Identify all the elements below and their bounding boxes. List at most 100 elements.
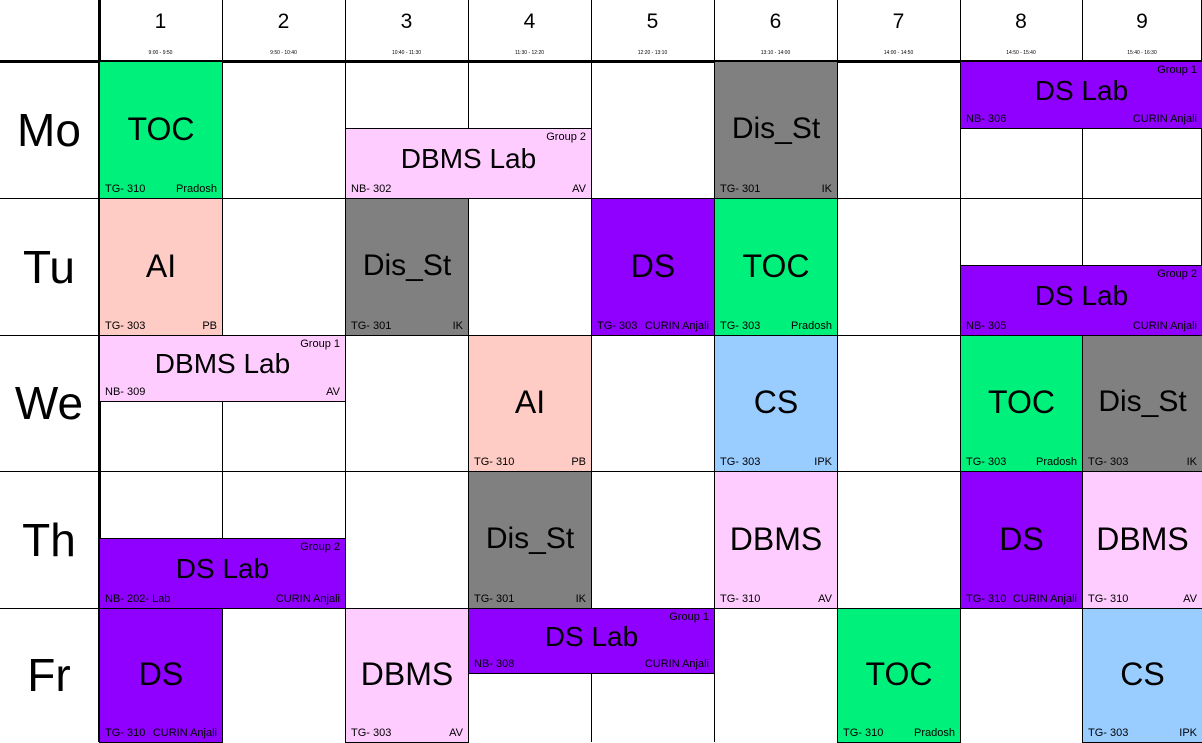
period-time: 10:40 - 11:30 xyxy=(391,50,422,56)
lesson-cell[interactable]: AI TG- 310 PB xyxy=(468,335,592,472)
lesson-room: TG- 303 xyxy=(720,456,761,468)
lesson-room: NB- 306 xyxy=(966,113,1007,125)
lesson-cell[interactable]: DS TG- 310 CURIN Anjali xyxy=(99,608,223,743)
period-time: 9:00 - 9:50 xyxy=(148,50,173,56)
lesson-subject: TOC xyxy=(742,247,810,284)
lesson-cell[interactable]: DS TG- 303 CURIN Anjali xyxy=(591,198,715,336)
lesson-room: TG- 303 xyxy=(1088,456,1129,468)
lesson-room: TG- 310 xyxy=(105,727,146,739)
lesson-teacher: Pradosh xyxy=(914,727,955,739)
lesson-subject: TOC xyxy=(988,384,1055,420)
lesson-group: Group 2 xyxy=(300,541,340,553)
lesson-room: NB- 305 xyxy=(966,320,1007,332)
lesson-room: TG- 310 xyxy=(105,183,146,195)
period-number: 5 xyxy=(646,10,659,33)
period-number: 3 xyxy=(400,10,413,33)
lesson-teacher: Pradosh xyxy=(176,183,217,195)
lesson-cell[interactable]: AI TG- 303 PB xyxy=(99,198,223,336)
lesson-teacher: CURIN Anjali xyxy=(1012,593,1077,605)
lesson-room: TG- 310 xyxy=(720,593,761,605)
lesson-teacher: CURIN Anjali xyxy=(275,593,340,605)
lesson-group: Group 2 xyxy=(1157,268,1197,280)
lesson-room: TG- 310 xyxy=(1088,593,1129,605)
lesson-group: Group 1 xyxy=(1157,64,1197,76)
lesson-subject: DS xyxy=(138,656,184,692)
lesson-teacher: IK xyxy=(1186,456,1197,468)
lesson-teacher: CURIN Anjali xyxy=(152,727,217,739)
day-label: Fr xyxy=(27,649,71,701)
period-time: 15:40 - 16:30 xyxy=(1127,50,1157,56)
period-number: 2 xyxy=(277,10,290,33)
period-time: 14:50 - 15:40 xyxy=(1006,50,1036,56)
period-time: 12:20 - 13:10 xyxy=(637,50,668,56)
lesson-cell[interactable]: DBMS TG- 310 AV xyxy=(1082,471,1202,609)
lesson-cell[interactable]: TOC TG- 303 Pradosh xyxy=(960,335,1083,472)
lesson-room: TG- 303 xyxy=(966,456,1007,468)
lesson-subject: DS Lab xyxy=(544,620,639,652)
lesson-teacher: PB xyxy=(202,320,217,332)
lesson-group: Group 2 xyxy=(546,131,586,143)
period-number: 6 xyxy=(769,10,782,33)
lesson-teacher: CURIN Anjali xyxy=(1132,113,1197,125)
lesson-cell[interactable]: DS TG- 310 CURIN Anjali xyxy=(960,471,1083,609)
lesson-teacher: AV xyxy=(572,183,586,195)
lesson-group: Group 1 xyxy=(669,611,709,623)
lesson-cell[interactable]: TOC TG- 303 Pradosh xyxy=(714,198,838,336)
lesson-teacher: PB xyxy=(571,456,586,468)
lesson-cell[interactable]: TOC TG- 310 Pradosh xyxy=(99,61,223,199)
lesson-room: TG- 303 xyxy=(597,320,638,332)
lesson-subject: DS Lab xyxy=(1034,74,1129,106)
lesson-room: TG- 303 xyxy=(720,320,761,332)
lesson-teacher: Pradosh xyxy=(1036,456,1077,468)
lesson-subject: CS xyxy=(753,384,799,420)
lesson-subject: DBMS Lab xyxy=(400,143,537,174)
period-time: 9:50 - 10:40 xyxy=(270,50,297,56)
lesson-cell[interactable]: DS Lab Group 1 NB- 306 CURIN Anjali xyxy=(960,61,1202,129)
lesson-subject: Dis_St xyxy=(362,248,452,282)
lesson-teacher: CURIN Anjali xyxy=(644,658,709,670)
lesson-teacher: IK xyxy=(821,183,832,195)
lesson-teacher: AV xyxy=(1183,593,1197,605)
lesson-subject: Dis_St xyxy=(485,521,575,555)
lesson-teacher: IK xyxy=(452,320,463,332)
lesson-room: TG- 303 xyxy=(105,320,146,332)
lesson-subject: TOC xyxy=(127,110,195,147)
lesson-teacher: CURIN Anjali xyxy=(644,320,709,332)
day-label: Tu xyxy=(23,240,75,293)
lesson-subject: AI xyxy=(514,384,546,420)
lesson-subject: DBMS xyxy=(1096,520,1189,557)
lesson-teacher: IK xyxy=(575,593,586,605)
grid-hline xyxy=(0,471,1202,472)
period-number: 1 xyxy=(154,10,167,33)
lesson-subject: AI xyxy=(145,247,177,284)
day-label: Th xyxy=(22,513,76,566)
lesson-room: TG- 303 xyxy=(1088,727,1129,739)
lesson-subject: DBMS xyxy=(360,656,454,692)
lesson-teacher: Pradosh xyxy=(791,320,832,332)
lesson-subject: DS xyxy=(630,247,676,284)
day-label: We xyxy=(14,377,84,429)
lesson-room: TG- 301 xyxy=(351,320,392,332)
lesson-room: TG- 303 xyxy=(351,727,392,739)
lesson-subject: CS xyxy=(1120,656,1165,692)
lesson-room: TG- 310 xyxy=(474,456,515,468)
lesson-room: TG- 301 xyxy=(720,183,761,195)
lesson-subject: DS Lab xyxy=(1034,280,1129,311)
lesson-subject: DBMS Lab xyxy=(154,348,291,379)
lesson-subject: DS xyxy=(999,520,1044,557)
lesson-room: TG- 310 xyxy=(966,593,1007,605)
